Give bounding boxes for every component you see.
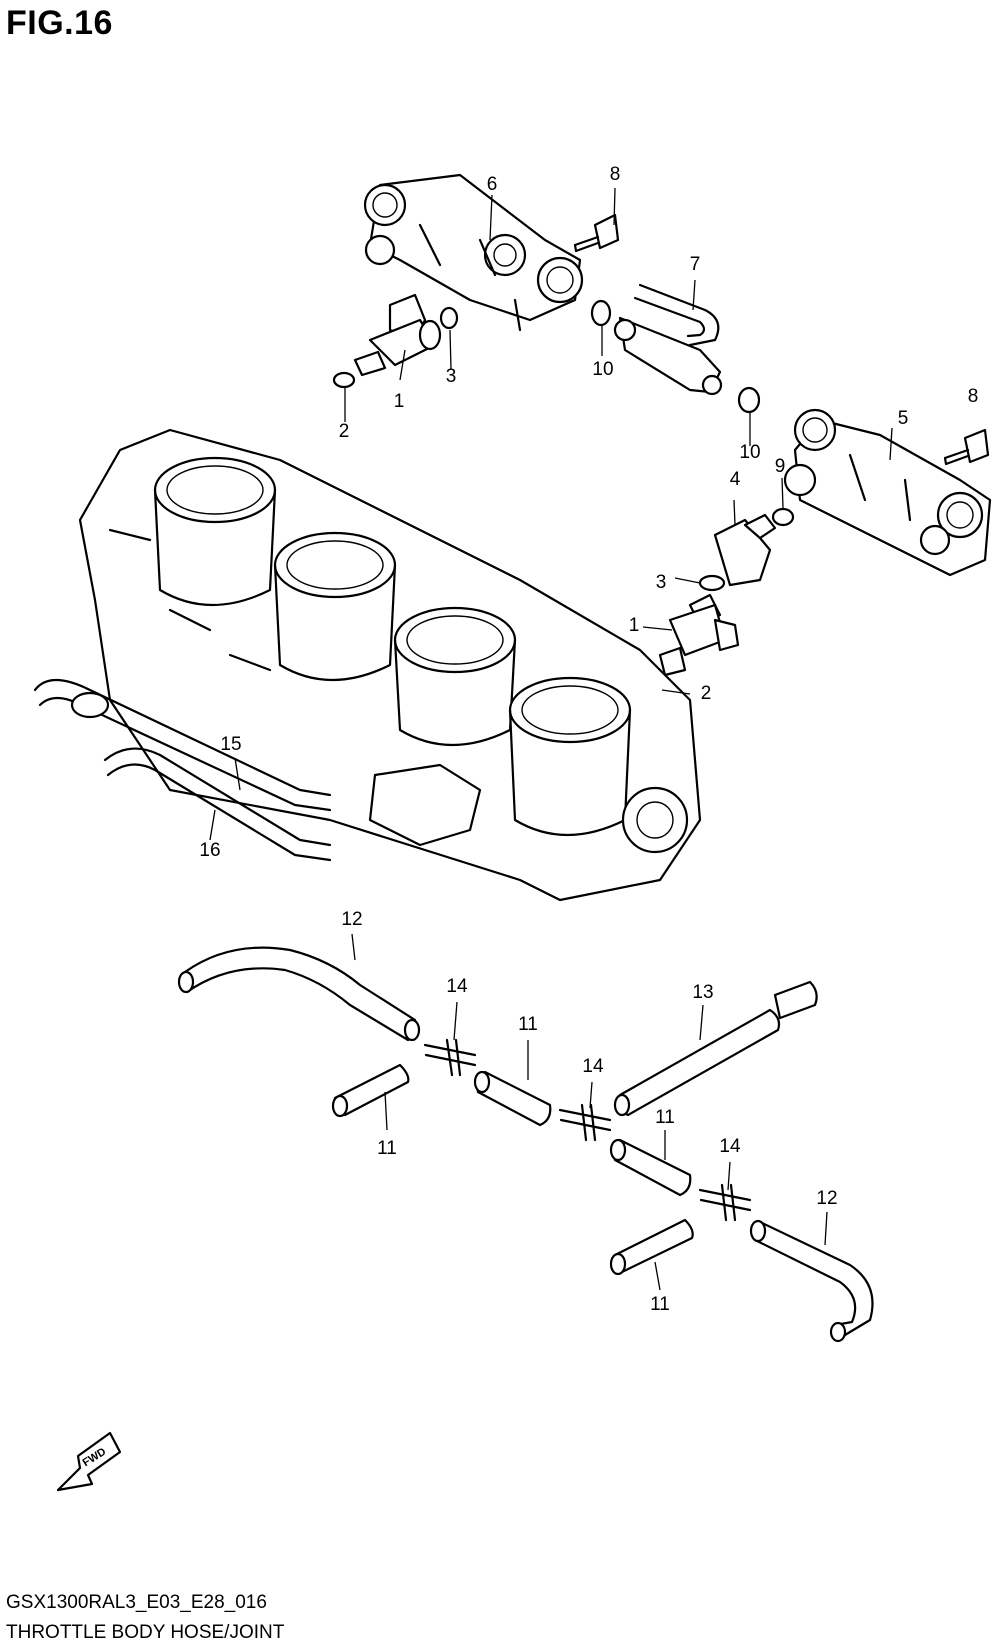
leader-lines [209, 187, 893, 1291]
callout-11-c: 11 [655, 1107, 675, 1128]
fwd-arrow: FWD [56, 1431, 122, 1492]
figure-title: FIG.16 [6, 4, 113, 42]
callout-1-top: 1 [393, 391, 405, 412]
o-ring-9 [771, 507, 795, 527]
injector-middle [658, 593, 740, 677]
joint-14-a [423, 1038, 477, 1077]
o-ring-3-mid [698, 574, 726, 592]
callout-11-b: 11 [518, 1014, 538, 1035]
callout-2-mid: 2 [700, 683, 712, 704]
callout-4: 4 [729, 469, 741, 490]
callout-8-right: 8 [967, 386, 979, 407]
callout-5: 5 [897, 408, 909, 429]
callout-11-d: 11 [650, 1294, 670, 1315]
o-ring-3-upper [439, 306, 459, 330]
figure-code: GSX1300RAL3_E03_E28_016 [6, 1592, 267, 1613]
callout-12-right: 12 [816, 1188, 838, 1209]
callout-12-left: 12 [341, 909, 363, 930]
callout-14-c: 14 [719, 1136, 741, 1157]
throttle-body-assembly [78, 428, 702, 902]
callout-6: 6 [486, 174, 498, 195]
hose-11-a [331, 1063, 410, 1118]
hose-11-b [473, 1070, 552, 1127]
bolt-right [943, 428, 990, 466]
callout-15: 15 [220, 734, 242, 755]
callout-9: 9 [774, 456, 786, 477]
callout-16: 16 [199, 840, 221, 861]
bolt-upper [573, 213, 620, 253]
callout-3-top: 3 [445, 366, 457, 387]
o-ring-10-a [590, 299, 612, 327]
hose-12-left [177, 946, 421, 1042]
fuel-rail-lower [783, 408, 992, 577]
figure-name: THROTTLE BODY HOSE/JOINT [6, 1622, 285, 1643]
callout-7: 7 [689, 254, 701, 275]
hose-15 [33, 679, 332, 812]
callout-10-a: 10 [592, 359, 614, 380]
hose-12-right [749, 1219, 874, 1343]
hose-16 [103, 747, 332, 862]
callout-2-top: 2 [338, 421, 350, 442]
callout-13: 13 [692, 982, 714, 1003]
callout-3-mid: 3 [655, 572, 667, 593]
injector-upper [353, 293, 442, 377]
callout-14-a: 14 [446, 976, 468, 997]
hose-11-d [609, 1218, 694, 1276]
hose-13 [613, 980, 818, 1117]
joint-14-c [698, 1183, 752, 1222]
callout-10-b: 10 [739, 442, 761, 463]
callout-14-b: 14 [582, 1056, 604, 1077]
callout-1-mid: 1 [628, 615, 640, 636]
hose-11-c [609, 1138, 692, 1197]
cap-4 [713, 513, 777, 587]
seal-2-upper [332, 371, 356, 389]
callout-8-top: 8 [609, 164, 621, 185]
joint-14-b [558, 1103, 612, 1142]
callout-11-a: 11 [377, 1138, 397, 1159]
fuel-hose-joint [613, 283, 723, 396]
fuel-rail-upper [363, 173, 584, 332]
o-ring-10-b [737, 386, 761, 414]
